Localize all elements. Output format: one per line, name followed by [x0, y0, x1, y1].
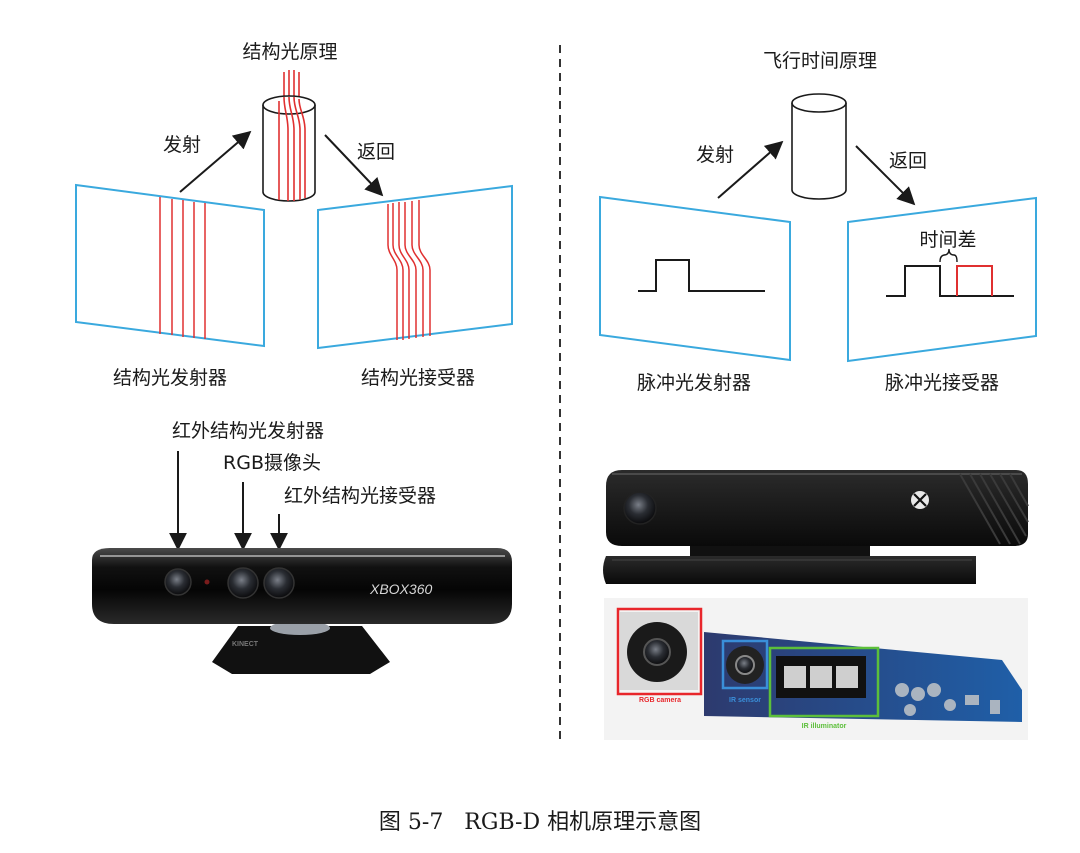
tof-title: 飞行时间原理	[763, 50, 877, 72]
tof-return-label: 返回	[889, 150, 927, 172]
receiver-label: 结构光接受器	[361, 367, 475, 389]
return-arrow	[324, 134, 384, 197]
emitted-pulse	[638, 259, 765, 292]
xbox360-logo-text: XBOX360	[369, 581, 432, 597]
pulse-receiver-label: 脉冲光接受器	[885, 372, 999, 394]
object-cylinder	[262, 95, 316, 202]
kinect-v2-vent	[959, 473, 1029, 545]
rgb-camera-label: RGB摄像头	[223, 452, 321, 474]
kinect-v2-stand	[603, 556, 976, 584]
emit-arrow	[179, 130, 252, 193]
emitter-label: 结构光发射器	[113, 367, 227, 389]
kinect-base	[212, 626, 390, 674]
light-stripes-top	[283, 70, 300, 96]
tof-emit-label: 发射	[696, 144, 734, 166]
ir-sensor-tag: IR sensor	[729, 697, 761, 704]
kinect-v2-device	[603, 470, 1029, 584]
status-led	[204, 579, 210, 585]
return-label: 返回	[357, 141, 395, 163]
tof-return-arrow	[855, 145, 916, 206]
kinect-v2-neck	[690, 546, 870, 556]
figure-caption: 图 5-7 RGB-D 相机原理示意图	[379, 810, 701, 835]
cylinder-stripes	[278, 96, 306, 201]
kinect-neck	[270, 621, 330, 635]
time-of-flight-diagram: 飞行时间原理 发射 返回 脉冲光发射器 时间差 脉冲光接受器	[599, 50, 1037, 394]
ir-illuminator-box	[768, 646, 880, 718]
reference-pulse	[886, 265, 1014, 297]
structured-light-diagram: 结构光原理 发射 返回 结构光发射器	[75, 41, 513, 389]
pcb-components	[895, 683, 1000, 716]
structured-light-title: 结构光原理	[242, 41, 337, 63]
kinect-v2-lens	[623, 491, 657, 525]
ir-sensor-box	[721, 639, 769, 690]
emit-label: 发射	[163, 134, 201, 156]
ir-illuminator-tag: IR illuminator	[802, 723, 847, 730]
ir-emitter-label: 红外结构光发射器	[172, 420, 324, 442]
emitter-stripes	[159, 197, 206, 339]
time-diff-label: 时间差	[919, 229, 976, 251]
pulse-receiver-panel	[847, 196, 1037, 363]
ir-emitter-lens	[164, 568, 192, 596]
kinect-v2-body	[606, 470, 1028, 546]
time-diff-brace	[939, 248, 958, 263]
kinect-base-text: KINECT	[232, 641, 259, 648]
receiver-stripes	[387, 200, 431, 340]
pulse-emitter-label: 脉冲光发射器	[637, 372, 751, 394]
rgb-camera-box	[616, 607, 703, 696]
tof-emit-arrow	[717, 140, 784, 199]
kinect-360-device: 红外结构光发射器 RGB摄像头 红外结构光接受器 KINECT XBOX360	[92, 420, 512, 674]
tof-cylinder	[791, 93, 847, 200]
rgb-camera-lens	[227, 567, 259, 599]
ir-receiver-label: 红外结构光接受器	[284, 485, 436, 507]
kinect-bar	[92, 548, 512, 624]
returned-pulse	[956, 265, 993, 296]
pulse-emitter-panel	[599, 195, 791, 362]
ir-receiver-lens	[263, 567, 295, 599]
emitter-panel	[75, 183, 265, 348]
kinect-board-photo: RGB camera IR sensor IR illuminator	[604, 598, 1028, 740]
rgb-camera-tag: RGB camera	[639, 697, 681, 704]
